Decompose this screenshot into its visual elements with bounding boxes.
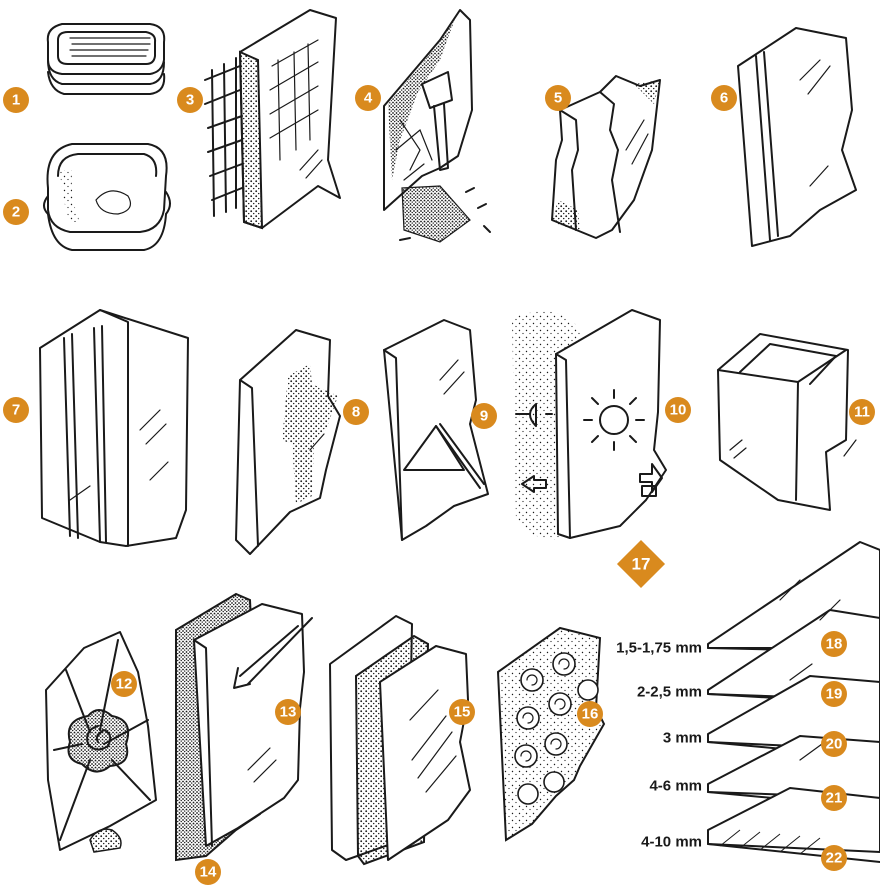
badge: 22 xyxy=(821,845,847,871)
badge: 1 xyxy=(3,87,29,113)
svg-text:17: 17 xyxy=(632,555,651,574)
badge: 11 xyxy=(849,399,875,425)
svg-text:6: 6 xyxy=(720,90,728,107)
svg-text:22: 22 xyxy=(826,850,843,867)
badge: 7 xyxy=(3,397,29,423)
badge: 5 xyxy=(545,85,571,111)
svg-text:11: 11 xyxy=(854,404,870,421)
thickness-label: 3 mm xyxy=(663,730,702,747)
badge: 3 xyxy=(177,87,203,113)
svg-text:5: 5 xyxy=(554,90,562,107)
badge: 16 xyxy=(577,701,603,727)
svg-text:14: 14 xyxy=(200,864,217,881)
svg-text:18: 18 xyxy=(826,636,843,653)
item-etched-glass xyxy=(236,330,340,554)
badge: 4 xyxy=(355,85,381,111)
item-patterned-glass xyxy=(498,628,604,840)
badge: 15 xyxy=(449,699,475,725)
svg-text:8: 8 xyxy=(352,404,360,421)
thickness-label: 2-2,5 mm xyxy=(637,684,702,701)
item-wired-glass xyxy=(205,10,340,228)
item-glass-block-rounded xyxy=(44,144,170,250)
badge: 20 xyxy=(821,731,847,757)
badge: 10 xyxy=(665,397,691,423)
svg-text:15: 15 xyxy=(454,704,471,721)
item-float-glass xyxy=(384,320,488,540)
badge: 14 xyxy=(195,859,221,885)
svg-text:16: 16 xyxy=(582,706,599,723)
thickness-labels: 1,5-1,75 mm 2-2,5 mm 3 mm 4-6 mm 4-10 mm xyxy=(616,640,702,851)
badge: 9 xyxy=(471,403,497,429)
badge-diamond: 17 xyxy=(617,540,665,588)
svg-text:3: 3 xyxy=(186,92,194,109)
badge: 6 xyxy=(711,85,737,111)
svg-text:1: 1 xyxy=(12,92,20,109)
svg-text:2: 2 xyxy=(12,204,20,221)
item-multi-layer-glass xyxy=(40,310,188,546)
badge: 8 xyxy=(343,399,369,425)
badge: 21 xyxy=(821,785,847,811)
svg-text:4: 4 xyxy=(364,90,373,107)
badge: 12 xyxy=(111,671,137,697)
svg-text:10: 10 xyxy=(670,402,687,419)
svg-text:13: 13 xyxy=(280,704,297,721)
item-solar-control-glass xyxy=(512,310,666,540)
svg-text:7: 7 xyxy=(12,402,20,419)
item-insulating-glass xyxy=(330,616,470,864)
svg-text:12: 12 xyxy=(116,676,133,693)
badge: 2 xyxy=(3,199,29,225)
thickness-label: 1,5-1,75 mm xyxy=(616,640,702,657)
item-glass-block-grooved xyxy=(48,24,164,94)
item-laminated-glass xyxy=(738,28,856,246)
item-leaded-glass xyxy=(46,632,156,852)
badge: 18 xyxy=(821,631,847,657)
svg-text:19: 19 xyxy=(826,686,843,703)
svg-text:9: 9 xyxy=(480,408,488,425)
item-mirror-glass xyxy=(176,594,312,860)
thickness-label: 4-10 mm xyxy=(641,834,702,851)
badge: 13 xyxy=(275,699,301,725)
thickness-label: 4-6 mm xyxy=(649,778,702,795)
item-sheet-thicknesses xyxy=(708,542,880,862)
svg-text:20: 20 xyxy=(826,736,843,753)
badge: 19 xyxy=(821,681,847,707)
item-safety-glass-hammer xyxy=(384,10,490,242)
item-u-channel-glass xyxy=(718,334,856,510)
svg-text:21: 21 xyxy=(826,790,843,807)
